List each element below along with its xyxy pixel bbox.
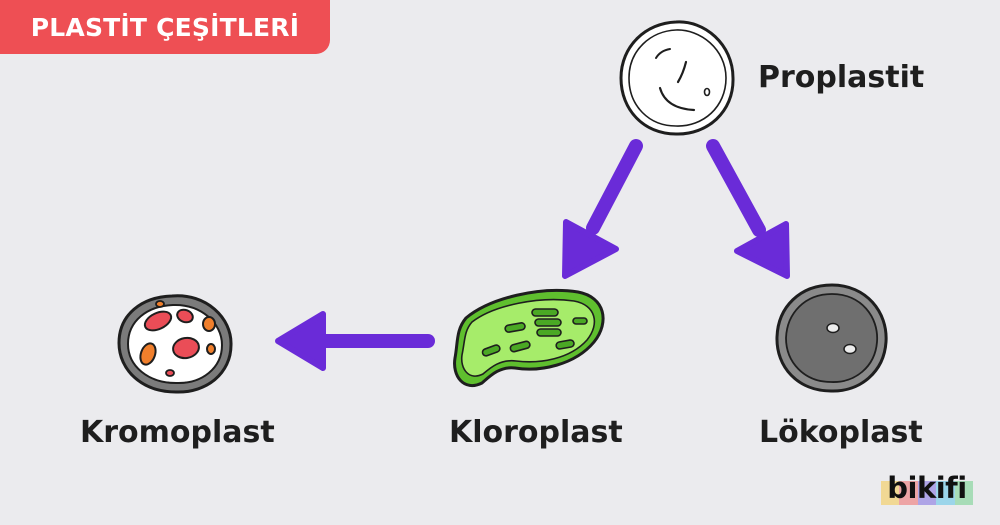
logo-color-bars — [881, 481, 974, 505]
kromoplast-illustration — [117, 294, 233, 394]
logo-text: bikifi — [887, 471, 967, 505]
lokoplast-illustration — [775, 283, 888, 393]
arrow-kloroplast-to-kromoplast — [275, 311, 435, 371]
proplastit-label: Proplastit — [758, 60, 925, 95]
arrow-proplastit-to-lokoplast — [706, 139, 790, 279]
page-title: PLASTİT ÇEŞİTLERİ — [0, 0, 330, 54]
kloroplast-illustration — [453, 288, 605, 387]
kloroplast-label: Kloroplast — [449, 415, 623, 450]
bikifi-logo: bikifi — [881, 471, 974, 511]
kromoplast-label: Kromoplast — [80, 415, 275, 450]
arrow-proplastit-to-kloroplast — [562, 139, 643, 279]
lokoplast-label: Lökoplast — [759, 415, 923, 450]
proplastit-illustration — [619, 20, 735, 136]
